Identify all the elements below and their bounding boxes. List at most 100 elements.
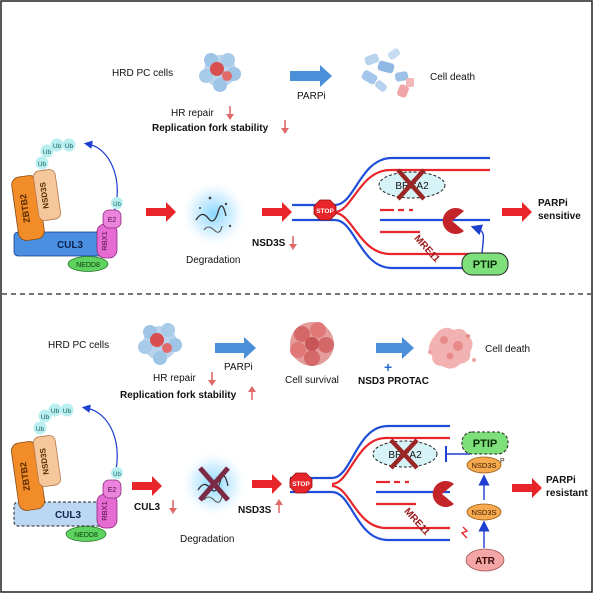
bottom-panel: HRD PC cells PARPi Cell survival + NSD3 … <box>11 322 588 572</box>
bottom-up-arrow <box>248 386 256 400</box>
bottom-cells-label: HRD PC cells <box>48 340 109 351</box>
bottom-nsd3s-up-arrow <box>275 499 283 513</box>
top-degradation-proteasome <box>180 180 248 248</box>
bottom-brca2: BRCA2 <box>372 438 438 470</box>
bottom-ub-chain: Ub Ub Ub Ub <box>33 403 74 435</box>
bottom-ubiquitin-transfer-arrow <box>81 404 118 479</box>
bottom-mre11-nuclease <box>432 481 454 508</box>
top-e3-complex: CUL3 ZBTB2 NSD3S RBX1 E2 Ub NEDD8 <box>11 169 123 272</box>
bottom-result-line2: resistant <box>546 488 588 499</box>
svg-text:NSD3S: NSD3S <box>471 508 496 517</box>
bottom-dying-cells <box>428 327 476 369</box>
bottom-nsd3s-substrate-atr: NSD3S <box>466 503 502 521</box>
bottom-atr <box>465 548 505 572</box>
svg-text:CUL3: CUL3 <box>55 510 82 521</box>
top-red-arrow-1 <box>146 202 176 222</box>
top-cell-cluster <box>199 53 241 92</box>
top-stop-sign: STOP <box>313 199 337 221</box>
top-replication-fork <box>292 156 490 270</box>
bottom-stop-sign: STOP <box>289 472 313 494</box>
top-mre11-nuclease <box>442 208 464 234</box>
bottom-cul3-down-arrow <box>169 500 177 514</box>
svg-text:NEDD8: NEDD8 <box>76 262 100 269</box>
top-ub-chain: Ub Ub Ub Ub <box>35 138 76 170</box>
bottom-nsd3s-level: NSD3S <box>238 505 272 516</box>
bottom-ptip-label: PTIP <box>473 438 497 450</box>
top-ptip <box>461 252 509 276</box>
svg-text:Ub: Ub <box>53 143 62 150</box>
top-down-arrow-1 <box>226 106 234 120</box>
svg-text:Ub: Ub <box>51 408 60 415</box>
bottom-damage-bolt <box>460 526 469 539</box>
top-result-line1: PARPi <box>538 198 568 209</box>
svg-text:E2: E2 <box>108 217 117 224</box>
bottom-parpi-arrow <box>215 337 256 359</box>
top-nsd3s-substrate <box>33 169 61 221</box>
svg-text:CUL3: CUL3 <box>57 240 84 251</box>
bottom-phospho-nsd3s: NSD3S P <box>466 456 505 474</box>
svg-text:E2: E2 <box>108 487 117 494</box>
top-cells-label: HRD PC cells <box>112 68 173 79</box>
bottom-atr-label: ATR <box>475 556 496 567</box>
top-nedd8 <box>67 256 109 272</box>
bottom-nsd3s-substrate <box>33 435 61 487</box>
svg-text:Ub: Ub <box>36 426 45 433</box>
svg-text:Ub: Ub <box>38 161 47 168</box>
svg-text:Ub: Ub <box>41 414 50 421</box>
bottom-e3-complex: CUL3 ZBTB2 NSD3S RBX1 E2 Ub NEDD8 <box>11 435 123 542</box>
bottom-protac-label: NSD3 PROTAC <box>358 376 429 387</box>
svg-text:STOP: STOP <box>292 481 310 488</box>
top-e2 <box>102 209 122 229</box>
top-result-arrow <box>502 202 532 222</box>
top-ptip-to-mre11-arrow <box>470 224 485 257</box>
bottom-ptip <box>461 431 509 455</box>
bottom-fork-stability: Replication fork stability <box>120 390 237 401</box>
bottom-cell-death-label: Cell death <box>485 344 530 355</box>
top-nsd3s-down-arrow <box>289 236 297 250</box>
top-panel: HRD PC cells PARPi Cell death HR repair … <box>11 48 581 276</box>
top-ptip-label: PTIP <box>473 259 497 271</box>
bottom-blocked-degradation <box>180 450 248 518</box>
top-hr-repair: HR repair <box>171 108 214 119</box>
top-down-arrow-2 <box>281 120 289 134</box>
bottom-cell-survival-label: Cell survival <box>285 375 339 386</box>
bottom-cul3-level: CUL3 <box>134 502 161 513</box>
top-mre11-label: MRE11 <box>412 233 442 265</box>
bottom-cell-cluster <box>138 323 182 365</box>
svg-text:NSD3S: NSD3S <box>38 181 51 209</box>
bottom-result-arrow <box>512 478 542 498</box>
bottom-mre11-label: MRE11 <box>402 506 432 538</box>
bottom-plus-sign: + <box>384 359 392 375</box>
bottom-hr-repair: HR repair <box>153 373 196 384</box>
svg-text:NSD3S: NSD3S <box>471 461 496 470</box>
bottom-nedd8 <box>65 526 107 542</box>
top-dead-cells <box>361 48 414 98</box>
top-red-arrow-2 <box>262 202 292 222</box>
svg-text:RBX1: RBX1 <box>100 501 109 521</box>
bottom-phospho-mark-1: P <box>500 458 505 465</box>
svg-text:ZBTB2: ZBTB2 <box>18 193 32 223</box>
bottom-ptip-inhibition <box>445 446 470 462</box>
top-cell-death-label: Cell death <box>430 72 475 83</box>
top-nsd3s-level: NSD3S <box>252 238 286 249</box>
top-fork-stability: Replication fork stability <box>152 123 269 134</box>
bottom-protac-arrow <box>376 337 414 359</box>
top-result-line2: sensitive <box>538 211 581 222</box>
bottom-degradation-label: Degradation <box>180 534 234 545</box>
top-brca2: BRCA2 <box>378 168 446 201</box>
svg-text:Ub: Ub <box>43 149 52 156</box>
bottom-surviving-cells <box>290 322 334 366</box>
svg-text:ZBTB2: ZBTB2 <box>18 461 32 491</box>
bottom-red-arrow-2 <box>252 474 282 494</box>
svg-text:RBX1: RBX1 <box>100 231 109 251</box>
bottom-result-line1: PARPi <box>546 475 576 486</box>
svg-text:Ub: Ub <box>113 472 121 478</box>
svg-text:Ub: Ub <box>63 408 72 415</box>
bottom-red-arrow-1 <box>132 476 162 496</box>
top-degradation-label: Degradation <box>186 255 240 266</box>
bottom-e2 <box>102 479 122 499</box>
svg-text:Ub: Ub <box>65 143 74 150</box>
